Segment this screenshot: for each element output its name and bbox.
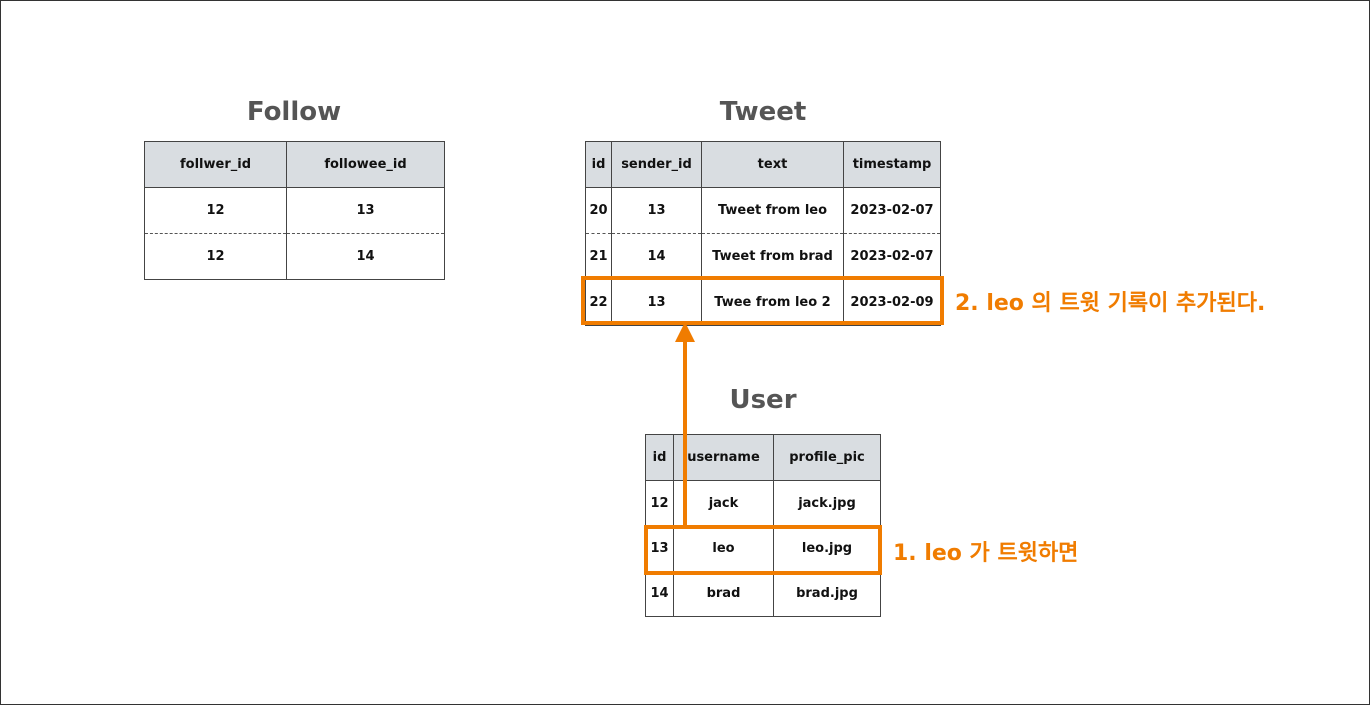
table-cell: 2023-02-07 <box>843 187 941 234</box>
step1-annotation: 1. leo 가 트윗하면 <box>893 541 1079 566</box>
table-row: 12 14 <box>144 233 445 280</box>
tweet-table-title: Tweet <box>719 97 807 127</box>
table-row: 21 14 Tweet from brad 2023-02-07 <box>585 233 941 280</box>
tweet-header-id: id <box>585 141 612 188</box>
table-cell: brad <box>673 571 774 617</box>
step2-annotation: 2. leo 의 트윗 기록이 추가된다. <box>955 291 1266 316</box>
table-cell: 14 <box>611 233 702 280</box>
table-cell: jack.jpg <box>773 480 881 526</box>
user-table-title: User <box>729 385 797 415</box>
table-cell: leo.jpg <box>773 526 881 571</box>
user-row-highlight <box>644 525 882 575</box>
tweet-row-highlight <box>581 276 944 325</box>
user-header-id: id <box>645 434 674 481</box>
follow-table-title: Follow <box>246 97 342 127</box>
user-header-profile-pic: profile_pic <box>773 434 881 481</box>
table-cell: 2023-02-07 <box>843 233 941 280</box>
follow-header-row: follwer_id followee_id <box>144 141 445 188</box>
table-cell: 12 <box>144 233 287 280</box>
follow-table: follwer_id followee_id 12 13 12 14 <box>144 141 445 280</box>
tweet-header-row: id sender_id text timestamp <box>585 141 941 188</box>
follow-header-followee-id: followee_id <box>286 141 445 188</box>
table-row: 14 brad brad.jpg <box>645 571 881 617</box>
user-header-row: id username profile_pic <box>645 434 881 481</box>
tweet-header-timestamp: timestamp <box>843 141 941 188</box>
user-header-username: username <box>673 434 774 481</box>
follow-header-follwer-id: follwer_id <box>144 141 287 188</box>
table-cell: 21 <box>585 233 612 280</box>
table-cell: brad.jpg <box>773 571 881 617</box>
table-row: 13 leo leo.jpg <box>645 526 881 571</box>
table-cell: 14 <box>286 233 445 280</box>
table-cell: 22 <box>585 279 612 326</box>
table-cell: 13 <box>611 279 702 326</box>
table-cell: 13 <box>286 187 445 234</box>
table-row: 12 jack jack.jpg <box>645 480 881 526</box>
table-cell: leo <box>673 526 774 571</box>
table-cell: 2023-02-09 <box>843 279 941 326</box>
tweet-header-sender-id: sender_id <box>611 141 702 188</box>
table-cell: 12 <box>144 187 287 234</box>
tweet-table: id sender_id text timestamp 20 13 Tweet … <box>585 141 941 326</box>
table-cell: Tweet from brad <box>701 233 844 280</box>
user-table: id username profile_pic 12 jack jack.jpg… <box>645 434 881 617</box>
table-row: 12 13 <box>144 187 445 234</box>
table-row: 20 13 Tweet from leo 2023-02-07 <box>585 187 941 234</box>
table-cell: 13 <box>611 187 702 234</box>
table-row: 22 13 Twee from leo 2 2023-02-09 <box>585 279 941 326</box>
tweet-header-text: text <box>701 141 844 188</box>
table-cell: Tweet from leo <box>701 187 844 234</box>
